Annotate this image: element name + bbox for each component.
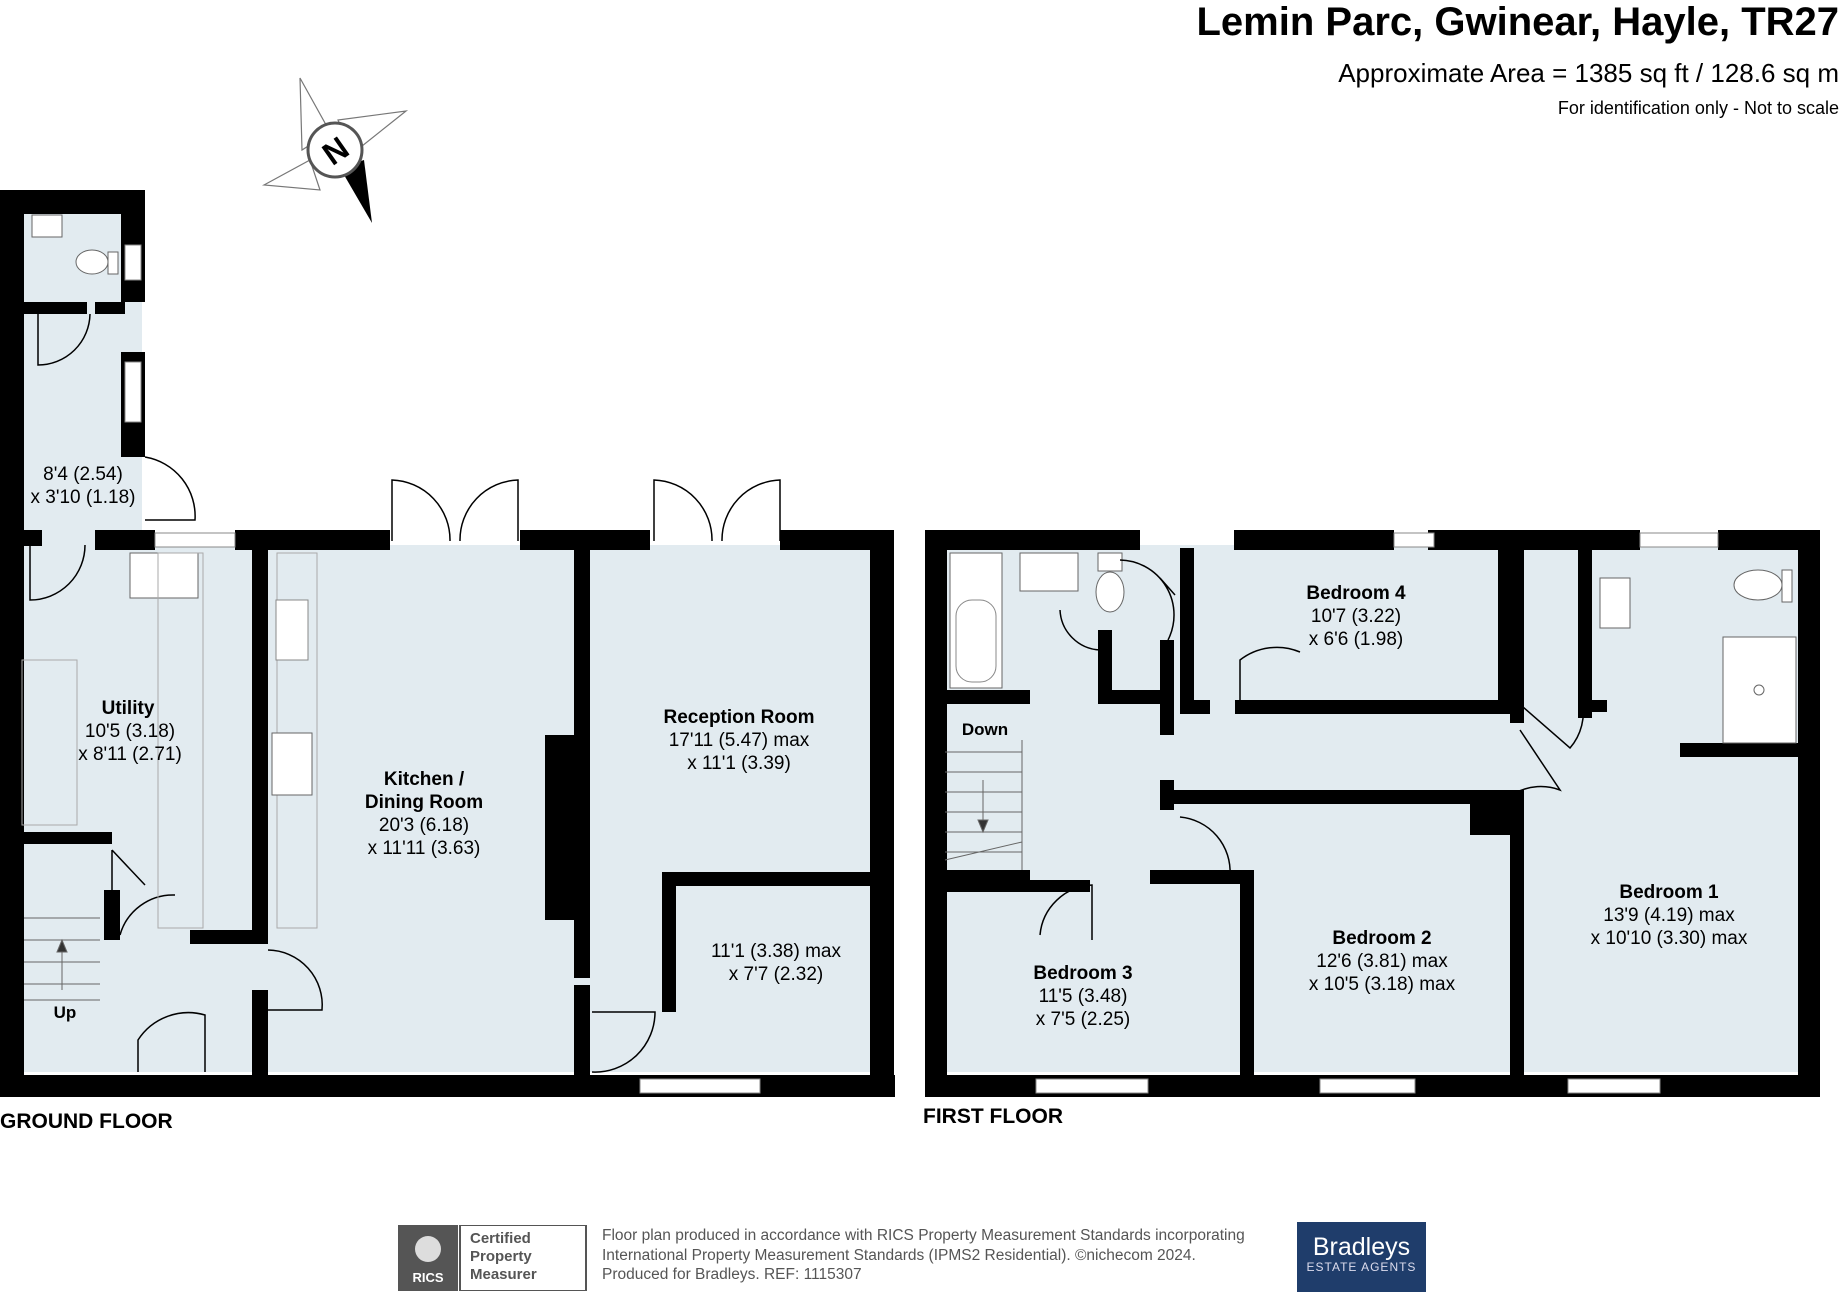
rics-cert-line-3: Measurer (470, 1266, 537, 1283)
bradleys-logo: Bradleys ESTATE AGENTS (1297, 1222, 1426, 1292)
bedroom3-dims-1: 11'5 (3.48) (1039, 986, 1128, 1007)
utility-dims-2: x 8'11 (2.71) (78, 744, 182, 765)
bedroom2-dims-1: 12'6 (3.81) max (1316, 951, 1448, 972)
rics-cert-line-1: Certified (470, 1230, 531, 1247)
bedroom4-name: Bedroom 4 (1306, 583, 1406, 604)
first-floor-label: FIRST FLOOR (923, 1105, 1063, 1128)
kitchen-dims-1: 20'3 (6.18) (379, 815, 469, 836)
kitchen-name-1: Kitchen / (384, 769, 465, 790)
stairs-up-label: Up (54, 1003, 77, 1022)
bedroom4-dims-1: 10'7 (3.22) (1311, 606, 1401, 627)
wc-hall-dims-1: 8'4 (2.54) (43, 464, 123, 485)
brand-subtitle: ESTATE AGENTS (1297, 1260, 1426, 1274)
footer-line-3: Produced for Bradleys. REF: 1115307 (602, 1265, 1245, 1285)
bedroom3-name: Bedroom 3 (1033, 963, 1132, 984)
rics-certified-badge: RICS Certified Property Measurer (398, 1225, 588, 1291)
reception-dims-1: 17'11 (5.47) max (669, 730, 810, 751)
compass-icon: N (264, 78, 406, 223)
bedroom3-dims-2: x 7'5 (2.25) (1036, 1009, 1130, 1030)
footer-line-2: International Property Measurement Stand… (602, 1246, 1245, 1266)
brand-name: Bradleys (1297, 1234, 1426, 1260)
wc-hall-dims-2: x 3'10 (1.18) (30, 487, 135, 508)
bedroom1-name: Bedroom 1 (1619, 882, 1719, 903)
rics-cert-line-2: Property (470, 1248, 532, 1265)
utility-dims-1: 10'5 (3.18) (85, 721, 175, 742)
bedroom4-dims-2: x 6'6 (1.98) (1309, 629, 1403, 650)
bedroom2-name: Bedroom 2 (1332, 928, 1431, 949)
kitchen-name-2: Dining Room (365, 792, 483, 813)
bedroom1-dims-1: 13'9 (4.19) max (1603, 905, 1735, 926)
study-dims-1: 11'1 (3.38) max (711, 941, 842, 962)
kitchen-dims-2: x 11'11 (3.63) (368, 838, 481, 859)
bedroom1-dims-2: x 10'10 (3.30) max (1591, 928, 1748, 949)
study-dims-2: x 7'7 (2.32) (729, 964, 823, 985)
rics-label: RICS (412, 1270, 443, 1285)
footer-notice: Floor plan produced in accordance with R… (602, 1226, 1245, 1285)
bedroom2-dims-2: x 10'5 (3.18) max (1309, 974, 1456, 995)
utility-name: Utility (102, 698, 155, 719)
stairs-down-label: Down (962, 720, 1008, 739)
reception-name: Reception Room (664, 707, 815, 728)
rics-lion-icon (415, 1236, 441, 1262)
reception-dims-2: x 11'1 (3.39) (687, 753, 791, 774)
footer-line-1: Floor plan produced in accordance with R… (602, 1226, 1245, 1246)
ground-floor-label: GROUND FLOOR (0, 1110, 173, 1133)
